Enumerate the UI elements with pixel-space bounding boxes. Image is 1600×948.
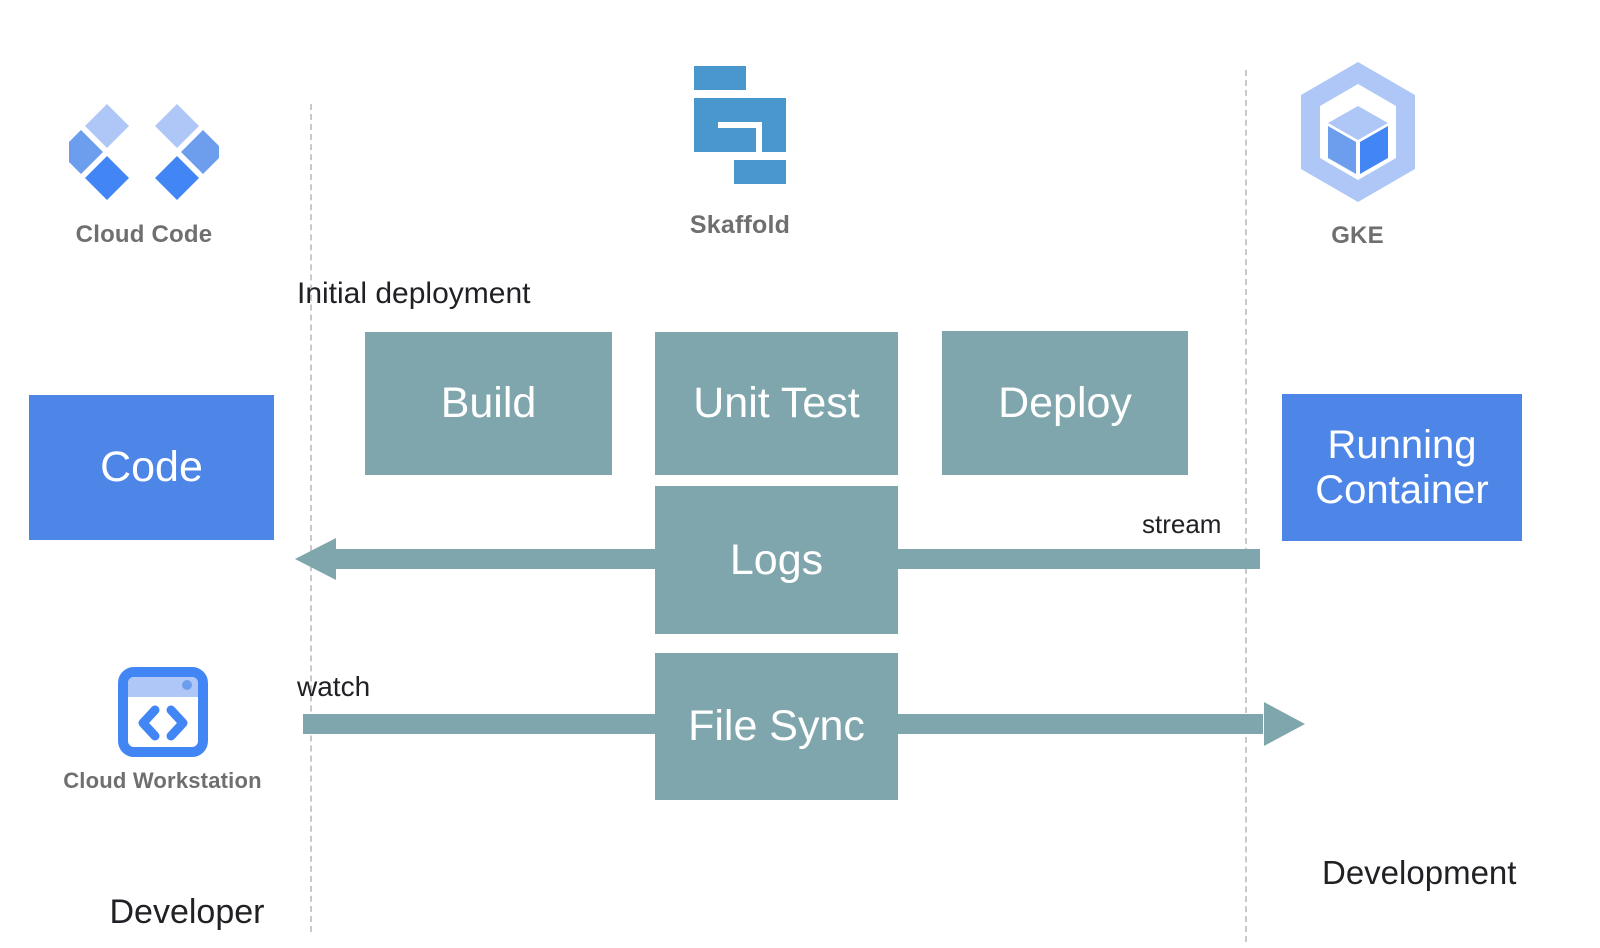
- cloud-code-icon: [69, 104, 219, 200]
- gke-caption: GKE: [1331, 222, 1384, 249]
- cloud-workstation-icon: [117, 667, 208, 757]
- stage-box-file-sync[interactable]: File Sync: [655, 653, 898, 800]
- box-code[interactable]: Code: [29, 395, 274, 540]
- stage-box-logs[interactable]: Logs: [655, 486, 898, 634]
- development-environment-line-1: Development: [1322, 853, 1517, 891]
- stage-box-build[interactable]: Build: [365, 332, 612, 475]
- stage-box-deploy[interactable]: Deploy: [942, 331, 1188, 475]
- box-running-container[interactable]: Running Container: [1282, 394, 1522, 541]
- label-development-environment: Development Environment: [1322, 776, 1516, 948]
- icon-group-gke: GKE: [1260, 58, 1455, 250]
- label-developer-workstation: Developer Workstation: [57, 812, 317, 948]
- cloud-code-caption: Cloud Code: [75, 221, 213, 248]
- swimlane-divider-right: [1245, 70, 1247, 942]
- label-initial-deployment: Initial deployment: [297, 277, 531, 310]
- icon-group-cloud-code: Cloud Code: [44, 78, 244, 249]
- swimlane-divider-left: [310, 104, 312, 932]
- skaffold-icon: [694, 66, 786, 184]
- cloud-workstation-caption: Cloud Workstation: [63, 768, 262, 793]
- developer-workstation-line-1: Developer: [109, 893, 265, 932]
- label-stream: stream: [1142, 509, 1222, 539]
- icon-group-skaffold: Skaffold: [640, 62, 840, 240]
- skaffold-caption: Skaffold: [689, 211, 791, 239]
- running-container-line-1: Running: [1327, 422, 1477, 467]
- gke-icon: [1300, 62, 1415, 202]
- stage-box-unit-test[interactable]: Unit Test: [655, 332, 898, 475]
- icon-group-cloud-workstation: Cloud Workstation: [60, 666, 265, 794]
- running-container-line-2: Container: [1315, 467, 1489, 512]
- label-watch: watch: [297, 671, 371, 702]
